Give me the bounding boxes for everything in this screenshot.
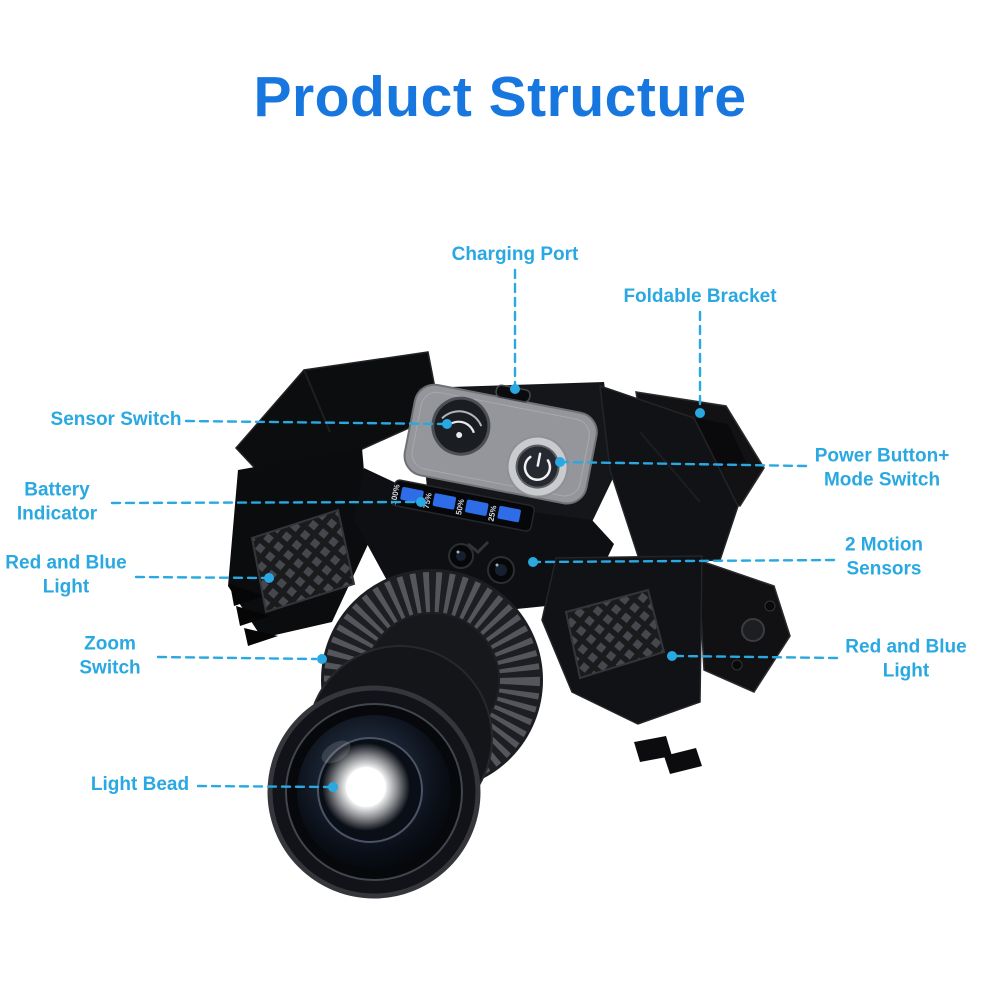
label-foldable-bracket: Foldable Bracket bbox=[623, 285, 777, 307]
sensor-switch-button bbox=[431, 396, 491, 456]
label-battery-indicator-line1: Battery bbox=[24, 479, 90, 501]
label-power-mode: Power Button+ Mode Switch bbox=[815, 445, 950, 494]
leader-battery-indicator bbox=[110, 500, 420, 505]
leader-sensor-switch bbox=[184, 419, 446, 426]
battery-segment bbox=[432, 493, 457, 510]
page-title: Product Structure bbox=[253, 65, 747, 129]
label-zoom-switch: Zoom Switch bbox=[79, 633, 140, 682]
dot-charging-port bbox=[510, 384, 520, 394]
battery-segment bbox=[497, 505, 521, 523]
leader-power-mode bbox=[561, 460, 808, 468]
label-red-blue-left-line2: Light bbox=[42, 577, 90, 598]
dot-red-blue-right bbox=[667, 651, 677, 661]
motion-sensors-part bbox=[448, 540, 515, 584]
label-motion-sensors: 2 Motion Sensors bbox=[845, 534, 923, 583]
leader-motion-sensors bbox=[535, 558, 836, 564]
label-red-blue-right: Red and Blue Light bbox=[845, 636, 966, 685]
label-motion-sensors-line1: 2 Motion bbox=[844, 534, 924, 556]
power-mode-button bbox=[506, 435, 569, 498]
leader-light-bead bbox=[196, 784, 332, 789]
dot-red-blue-left bbox=[264, 573, 274, 583]
label-battery-indicator: Battery Indicator bbox=[17, 479, 97, 528]
red-blue-light-right-panel bbox=[564, 588, 666, 680]
label-zoom-switch-line1: Zoom bbox=[84, 633, 136, 655]
label-power-mode-line2: Mode Switch bbox=[823, 470, 941, 491]
label-charging-port: Charging Port bbox=[451, 243, 579, 265]
battery-indicator-part: 100% 75% 50% 25% bbox=[389, 479, 536, 532]
control-panel bbox=[403, 383, 598, 505]
battery-level-100: 100% bbox=[389, 484, 402, 506]
dot-foldable-bracket bbox=[695, 408, 705, 418]
battery-level-25: 25% bbox=[487, 505, 499, 522]
lens-part bbox=[267, 685, 481, 899]
label-red-blue-left: Red and Blue Light bbox=[5, 552, 126, 601]
label-sensor-switch: Sensor Switch bbox=[50, 408, 182, 430]
label-power-mode-line1: Power Button+ bbox=[814, 445, 950, 467]
leader-red-blue-right bbox=[674, 654, 839, 660]
red-blue-light-left-panel bbox=[250, 508, 356, 614]
dot-zoom-switch bbox=[317, 654, 327, 664]
dot-power-mode bbox=[555, 457, 565, 467]
leader-zoom-switch bbox=[156, 655, 318, 661]
label-motion-sensors-line2: Sensors bbox=[846, 559, 922, 580]
label-zoom-switch-line2: Switch bbox=[79, 658, 141, 679]
battery-level-50: 50% bbox=[454, 498, 466, 515]
label-light-bead: Light Bead bbox=[90, 773, 190, 795]
dot-light-bead bbox=[328, 782, 338, 792]
label-red-blue-right-line2: Light bbox=[882, 661, 930, 682]
dot-motion-sensors bbox=[528, 557, 538, 567]
leader-dots bbox=[264, 384, 705, 792]
battery-level-75: 75% bbox=[422, 492, 434, 509]
leader-red-blue-left bbox=[134, 575, 268, 580]
label-battery-indicator-line2: Indicator bbox=[16, 504, 98, 525]
bracket-arm-part bbox=[697, 558, 791, 693]
dot-battery-indicator bbox=[416, 497, 426, 507]
label-red-blue-left-line1: Red and Blue bbox=[5, 552, 127, 574]
label-red-blue-right-line1: Red and Blue bbox=[845, 636, 967, 658]
leader-lines bbox=[110, 268, 839, 789]
power-icon bbox=[523, 452, 552, 481]
dot-sensor-switch bbox=[442, 419, 452, 429]
battery-segment bbox=[465, 499, 489, 516]
